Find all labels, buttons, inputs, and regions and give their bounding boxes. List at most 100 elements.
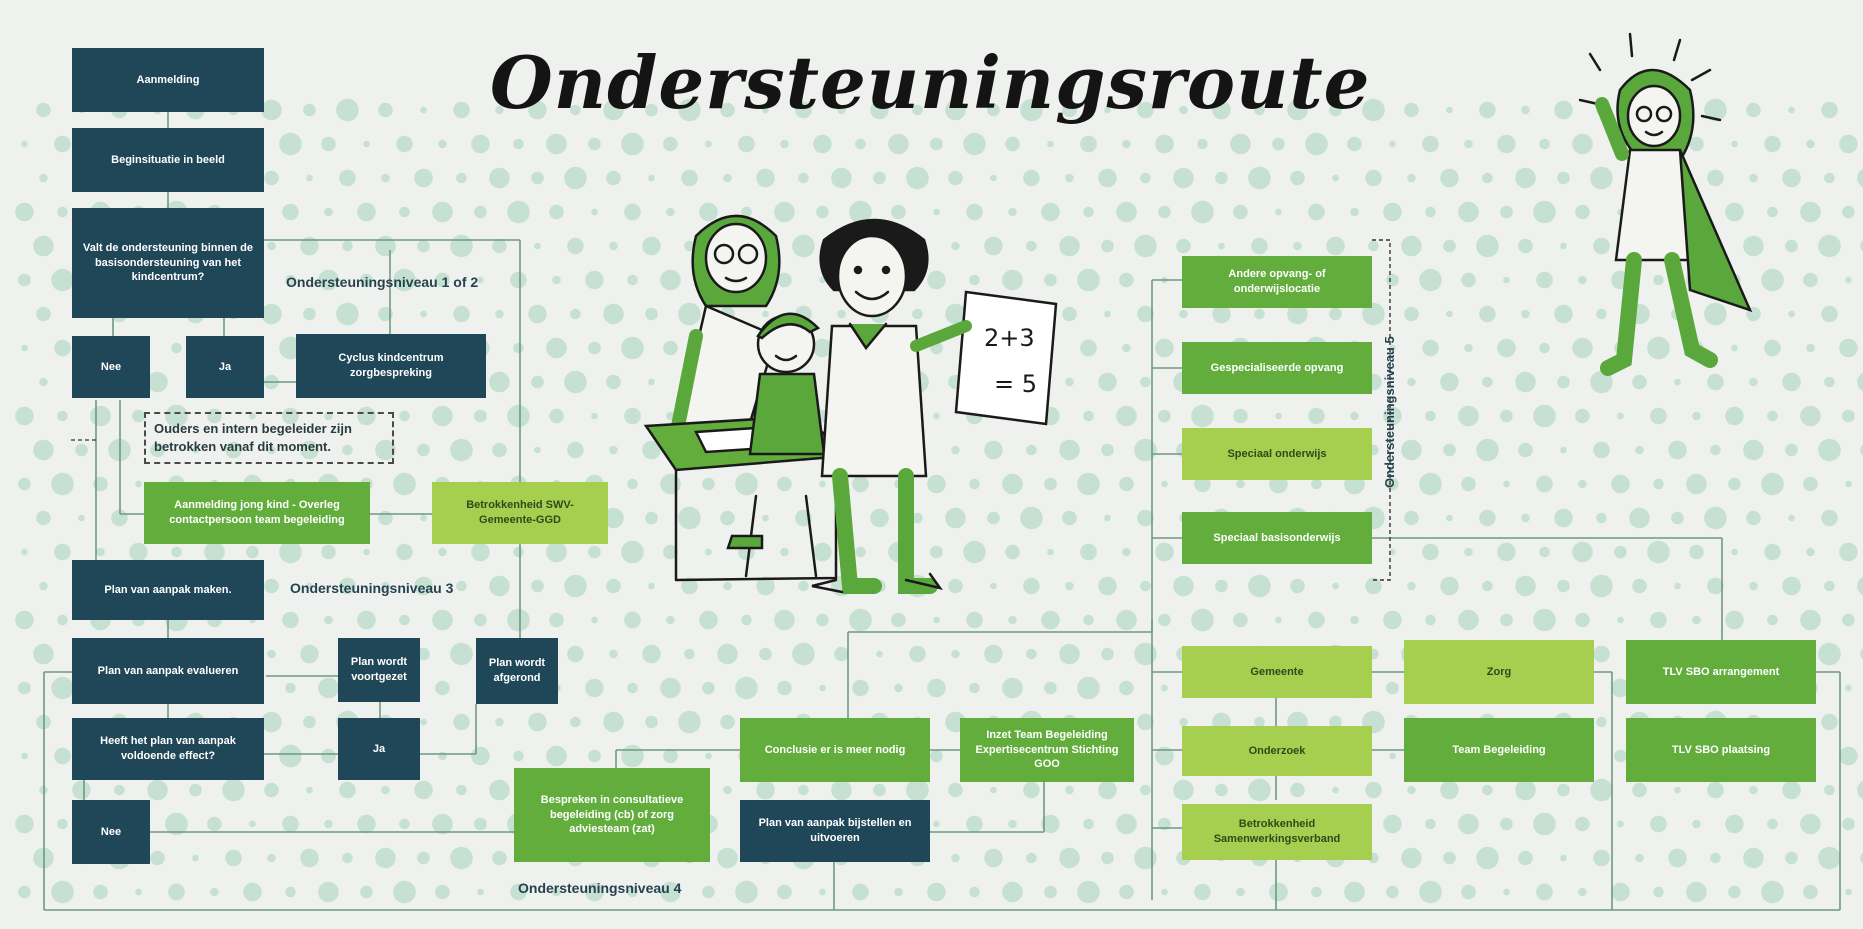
- background-dot: [873, 783, 886, 797]
- background-dot: [1080, 339, 1097, 357]
- background-dot: [969, 478, 980, 490]
- background-dot: [264, 170, 279, 186]
- background-dot: [837, 105, 846, 115]
- background-dot: [1155, 338, 1174, 358]
- background-dot: [510, 271, 527, 289]
- background-dot: [381, 785, 390, 795]
- background-dot: [1020, 506, 1043, 530]
- background-dot: [912, 104, 923, 116]
- background-dot: [933, 412, 940, 420]
- speciaal-onderwijs-box: Speciaal onderwijs: [1182, 428, 1372, 480]
- background-dot: [1857, 372, 1863, 392]
- background-dot: [1575, 612, 1590, 628]
- background-dot: [1725, 202, 1744, 222]
- background-dot: [1401, 847, 1422, 869]
- background-dot: [984, 440, 1003, 460]
- background-dot: [663, 340, 678, 356]
- background-dot: [279, 132, 302, 156]
- background-dot: [1191, 200, 1214, 224]
- background-dot: [609, 445, 618, 455]
- background-dot: [1236, 887, 1245, 897]
- background-dot: [267, 241, 276, 251]
- background-dot: [435, 884, 450, 900]
- background-dot: [1821, 509, 1838, 527]
- background-dot: [1065, 173, 1074, 183]
- background-dot: [1731, 140, 1738, 148]
- background-dot: [1290, 782, 1305, 798]
- background-dot: [1572, 541, 1593, 563]
- background-dot: [780, 547, 789, 557]
- background-dot: [489, 779, 510, 801]
- background-dot: [1674, 582, 1681, 590]
- background-dot: [1008, 207, 1017, 217]
- background-dot: [684, 648, 695, 660]
- background-dot: [966, 203, 983, 221]
- background-dot: [1386, 273, 1399, 287]
- background-dot: [1590, 166, 1613, 190]
- background-dot: [1617, 820, 1624, 828]
- background-dot: [705, 548, 712, 556]
- background-dot: [1275, 412, 1282, 420]
- background-dot: [933, 208, 940, 216]
- background-dot: [627, 478, 638, 490]
- background-dot: [1704, 506, 1727, 530]
- background-dot: [1122, 547, 1131, 557]
- background-dot: [705, 140, 712, 148]
- background-dot: [1536, 271, 1553, 289]
- background-dot: [1515, 371, 1536, 393]
- background-dot: [1536, 883, 1553, 901]
- background-dot: [93, 476, 108, 492]
- background-dot: [762, 514, 769, 522]
- background-dot: [813, 338, 832, 358]
- background-dot: [549, 204, 564, 220]
- background-dot: [819, 684, 826, 692]
- background-dot: [1401, 235, 1422, 257]
- background-dot: [1746, 102, 1761, 118]
- background-dot: [1800, 813, 1821, 835]
- background-dot: [1785, 443, 1798, 457]
- background-dot: [663, 544, 678, 560]
- background-dot: [705, 752, 712, 760]
- ja-box-2: Ja: [338, 718, 420, 780]
- background-dot: [1329, 103, 1342, 117]
- background-dot: [267, 649, 276, 659]
- background-dot: [1329, 307, 1342, 321]
- background-dot: [1845, 480, 1852, 488]
- background-dot: [1269, 882, 1288, 902]
- background-dot: [642, 236, 661, 256]
- background-dot: [1248, 574, 1271, 598]
- background-dot: [450, 234, 473, 258]
- background-dot: [798, 172, 809, 184]
- background-dot: [375, 235, 396, 257]
- background-dot: [1365, 577, 1382, 595]
- background-dot: [135, 888, 142, 896]
- background-dot: [1308, 611, 1325, 629]
- background-dot: [1632, 374, 1647, 390]
- background-dot: [1425, 614, 1436, 626]
- background-dot: [1824, 172, 1835, 184]
- background-dot: [132, 409, 145, 423]
- background-dot: [951, 853, 960, 863]
- background-dot: [531, 171, 544, 185]
- background-dot: [57, 818, 68, 830]
- background-dot: [1440, 576, 1459, 596]
- basisondersteuning-question-box: Valt de ondersteuning binnen de basisond…: [72, 208, 264, 318]
- background-dot: [1101, 443, 1114, 457]
- background-dot: [375, 439, 396, 461]
- background-dot: [1614, 749, 1627, 763]
- background-dot: [420, 514, 427, 522]
- background-dot: [363, 548, 370, 556]
- background-dot: [777, 884, 792, 900]
- background-dot: [1845, 276, 1852, 284]
- background-dot: [1140, 784, 1151, 796]
- background-dot: [339, 577, 356, 595]
- speciaal-basisonderwijs-box: Speciaal basisonderwijs: [1182, 512, 1372, 564]
- background-dot: [1782, 168, 1801, 188]
- background-dot: [1476, 438, 1499, 462]
- background-dot: [1503, 888, 1510, 896]
- background-dot: [1593, 645, 1610, 663]
- background-dot: [663, 136, 678, 152]
- background-dot: [18, 681, 31, 695]
- background-dot: [621, 744, 644, 768]
- background-dot: [1005, 136, 1020, 152]
